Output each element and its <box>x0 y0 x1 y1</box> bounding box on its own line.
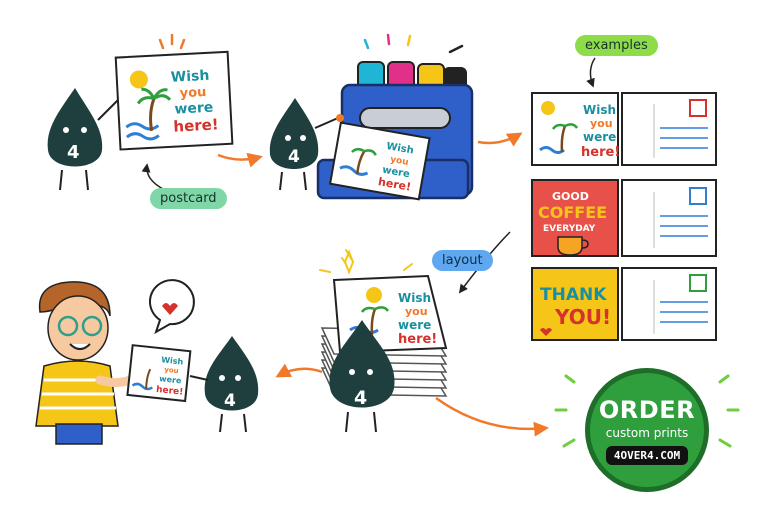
stack-text-line2: you <box>405 305 428 318</box>
mascot-number-4: 4 <box>224 391 236 411</box>
mascot-number-3: 4 <box>354 387 367 409</box>
sparkle-icon <box>158 33 186 50</box>
mascot-drop-1: 4 <box>47 88 119 191</box>
postcard-label: postcard <box>150 188 227 209</box>
examples-label: examples <box>575 35 658 56</box>
postcard-text-line1: Wish <box>170 68 209 86</box>
handed-text-line1: Wish <box>161 355 184 366</box>
palm-tree-icon <box>149 98 156 132</box>
thanks-text-line1: THANK <box>540 285 607 305</box>
example-coffee-front: GOOD COFFEE EVERYDAY <box>531 179 619 257</box>
sheet-text-line3: were <box>381 165 410 181</box>
sheet-text-line2: you <box>389 155 409 168</box>
example-thanks-back <box>621 267 717 341</box>
handed-text-line3: were <box>159 374 183 385</box>
glasses-icon <box>57 315 79 337</box>
handed-postcard: Wish you were here! <box>126 344 192 403</box>
postcard-text-line2: you <box>179 85 206 101</box>
examples-grid: Wish you were here! GOOD COFFEE EVERYDAY <box>531 92 717 341</box>
printed-sheet: Wish you were here! <box>328 121 431 201</box>
order-url[interactable]: 4OVER4.COM <box>605 445 689 465</box>
arrow-stack-to-order <box>435 396 549 437</box>
stack-text-line1: Wish <box>398 291 431 305</box>
example-text-line1: Wish <box>583 103 616 117</box>
mascot-drop-4: 4 <box>189 336 259 433</box>
printer-roller <box>359 107 451 129</box>
sheet-text-line1: Wish <box>386 141 415 157</box>
example-thanks-front: THANK YOU! <box>531 267 619 341</box>
example-text-line3: were <box>583 130 616 144</box>
step-delivery: Wish you were here! 4 <box>35 279 259 445</box>
coffee-text-line1: GOOD <box>552 190 589 203</box>
stamp-box-icon <box>689 274 707 292</box>
mascot-number-2: 4 <box>288 147 300 167</box>
stack-text-line3: were <box>398 318 431 332</box>
coffee-text-line2: COFFEE <box>538 203 607 222</box>
customer-person <box>35 281 139 445</box>
mascot-drop-2: 4 <box>269 98 344 191</box>
speech-bubble <box>148 279 195 335</box>
example-text-line2: you <box>590 117 613 130</box>
step-print: Wish you were here! 4 <box>269 33 474 201</box>
coffee-text-line3: EVERYDAY <box>543 224 596 234</box>
example-coffee-back <box>621 179 717 257</box>
stamp-box-icon <box>689 187 707 205</box>
sheet-text-line4: here! <box>377 175 412 194</box>
coffee-cup-icon <box>557 236 583 256</box>
heart-icon <box>162 303 178 315</box>
postcard-text-line3: were <box>174 100 214 118</box>
order-subtitle: custom prints <box>605 425 689 440</box>
handed-text-line2: you <box>164 366 179 375</box>
mascot-number-1: 4 <box>67 142 80 163</box>
sun-icon <box>129 70 148 89</box>
example-wish-front: Wish you were here! <box>531 92 620 166</box>
example-wish-back <box>621 92 717 166</box>
handed-text-line4: here! <box>156 385 184 398</box>
order-title: ORDER <box>598 395 696 424</box>
step-design-postcard: Wish you were here! 4 <box>47 33 234 191</box>
step-stack: Wish you were here! 4 <box>319 249 448 433</box>
stamp-box-icon <box>689 99 707 117</box>
arrow-stack-to-customer <box>275 363 323 378</box>
layout-label: layout <box>432 250 493 271</box>
mascot-drop-3: 4 <box>329 320 395 433</box>
heart-icon <box>540 328 552 336</box>
stack-text-line4: here! <box>398 332 437 347</box>
arrow-step1-to-step2 <box>217 152 263 168</box>
example-text-line4: here! <box>581 145 620 160</box>
thanks-text-line2: YOU! <box>554 305 611 329</box>
arrow-step2-to-step3 <box>477 132 523 147</box>
order-sparkle-icon <box>554 374 740 448</box>
postcard-design: Wish you were here! <box>114 50 234 151</box>
order-badge[interactable]: ORDER custom prints 4OVER4.COM <box>585 368 709 492</box>
postcard-text-line4: here! <box>173 115 219 135</box>
